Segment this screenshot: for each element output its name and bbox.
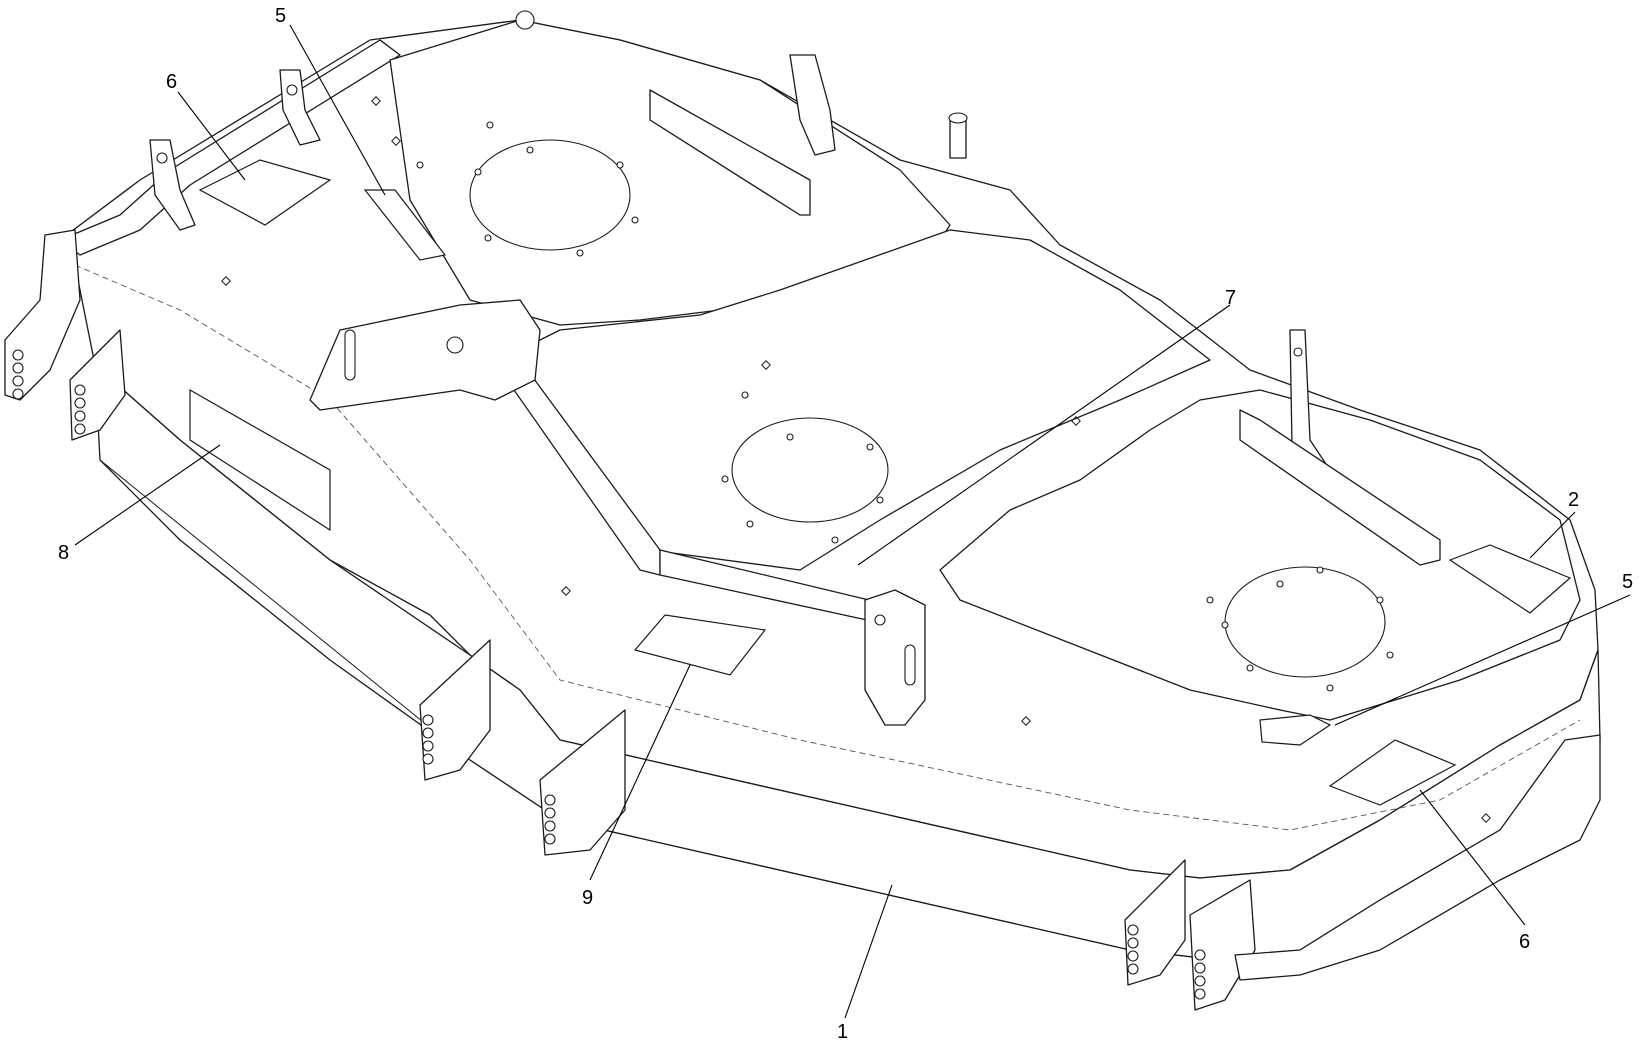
- callout-9: 9: [582, 887, 593, 909]
- right-spindle-plate: [939, 389, 1581, 721]
- leader-8: [74, 444, 221, 546]
- decal-9: [633, 614, 767, 676]
- callout-6-right: 6: [1519, 931, 1530, 953]
- leader-5-left: [289, 24, 386, 196]
- left-side-rail: [4, 39, 401, 401]
- right-bracket: [1239, 409, 1441, 566]
- decal-2: [1448, 544, 1572, 614]
- callouts: 1 2 5 5 6 6 7 8 9: [58, 5, 1633, 1043]
- right-front-hanger: [1189, 879, 1256, 1011]
- callout-5-left: 5: [275, 5, 286, 27]
- left-rear-uprights: [149, 69, 321, 231]
- center-pivot-bracket: [864, 589, 926, 726]
- callout-2: 2: [1568, 489, 1579, 511]
- decal-5-right: [1259, 714, 1332, 746]
- leader-lines: [74, 24, 1631, 1019]
- front-hangers: [419, 639, 1186, 986]
- pulley-stub: [948, 112, 968, 159]
- decal-6-left: [198, 159, 332, 226]
- idler-arm: [649, 54, 836, 216]
- leader-6-left: [177, 91, 246, 181]
- left-front-hanger: [69, 329, 126, 441]
- leader-2: [1529, 511, 1576, 559]
- callout-5-right: 5: [1622, 571, 1633, 593]
- callout-6-left: 6: [166, 71, 177, 93]
- callout-7: 7: [1225, 287, 1236, 309]
- left-spindle-plate: [389, 10, 951, 326]
- leader-5-right: [1334, 594, 1631, 726]
- leader-6-right: [1419, 789, 1526, 926]
- center-plate: [499, 229, 1211, 571]
- decal-5-left: [363, 189, 447, 261]
- left-pivot-bracket: [309, 299, 541, 411]
- decal-6-right: [1328, 739, 1457, 806]
- leader-7: [857, 304, 1231, 566]
- right-side-panel: [1234, 734, 1601, 981]
- callout-8: 8: [58, 542, 69, 564]
- leader-9: [589, 664, 691, 881]
- decals: [189, 159, 1572, 806]
- deck-tabs: [221, 96, 1491, 823]
- leader-1: [844, 884, 893, 1019]
- decal-8: [189, 388, 331, 532]
- callout-1: 1: [837, 1021, 848, 1041]
